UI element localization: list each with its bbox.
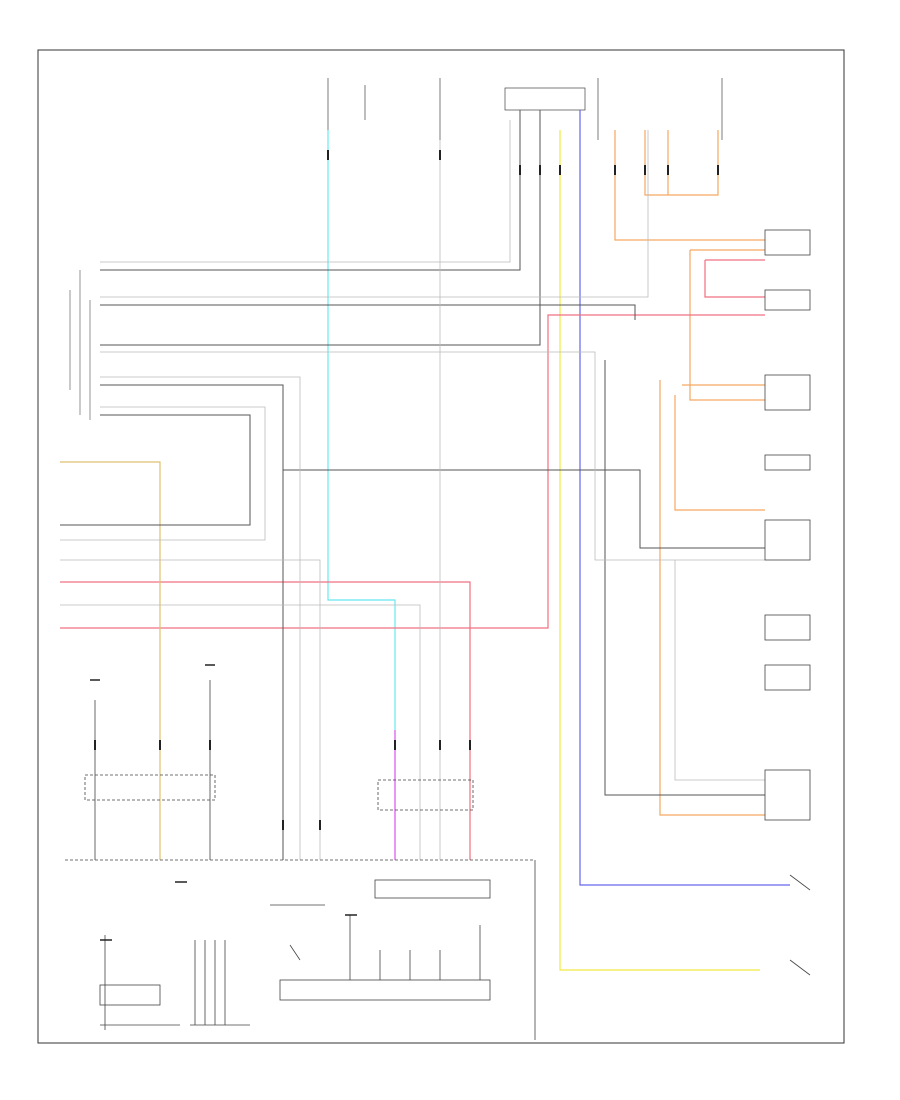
wire-gray-group: [60, 110, 765, 860]
lower-components: [65, 680, 536, 1040]
diagram-frame: [37, 49, 845, 1044]
wire-red-group: [60, 259, 765, 860]
left-splice-lines: [69, 270, 91, 420]
wire-lightgray-group: [60, 120, 765, 860]
top-connectors: [327, 78, 723, 140]
wire-blue: [579, 110, 790, 886]
wire-orange-group: [614, 130, 765, 816]
wire-tan: [60, 461, 161, 860]
ground-symbols: [90, 664, 357, 941]
right-components: [764, 229, 811, 976]
wire-cyan: [327, 130, 396, 860]
connector-ticks: [94, 150, 719, 830]
wire-yellow: [559, 130, 760, 971]
